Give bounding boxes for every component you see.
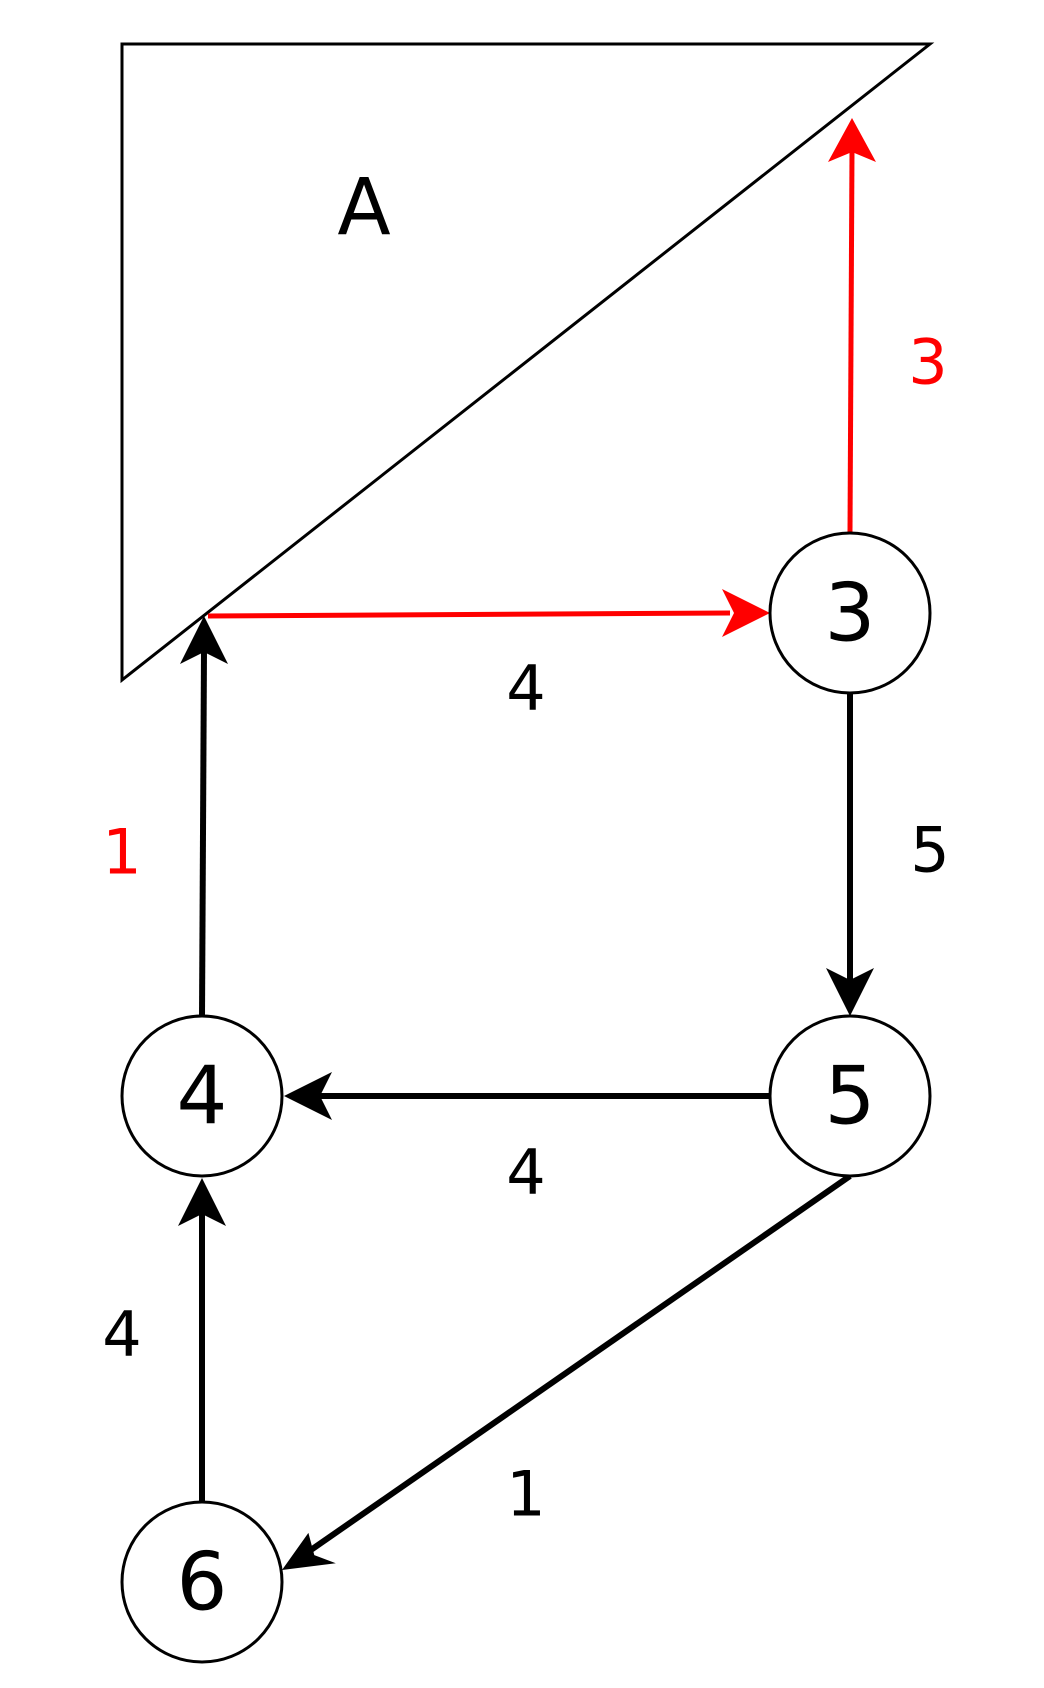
node-3: 3 <box>768 531 932 695</box>
node-4-label: 4 <box>177 1050 228 1143</box>
region-a-shape <box>120 42 935 684</box>
edge-5-to-4 <box>284 1072 770 1120</box>
edge-3-to-a <box>828 118 876 533</box>
edge-a-to-3-weight: 4 <box>506 652 545 725</box>
region-a-label: A <box>337 163 390 253</box>
edge-4-to-a <box>180 616 228 1017</box>
node-5: 5 <box>768 1014 932 1178</box>
node-6: 6 <box>120 1500 284 1664</box>
node-6-label: 6 <box>177 1536 228 1629</box>
edge-a-to-3 <box>207 589 770 637</box>
node-5-label: 5 <box>825 1050 876 1143</box>
edge-5-to-4-weight: 4 <box>506 1136 545 1209</box>
edge-3-to-5-weight: 5 <box>910 814 949 887</box>
edge-6-to-4-weight: 4 <box>102 1298 141 1371</box>
edge-6-to-4 <box>178 1178 226 1502</box>
edge-4-to-a-weight: 1 <box>102 816 141 889</box>
node-4: 4 <box>120 1014 284 1178</box>
edge-5-to-6 <box>282 1173 852 1570</box>
node-3-label: 3 <box>825 567 876 660</box>
edge-5-to-6-weight: 1 <box>506 1458 545 1531</box>
edge-3-to-5 <box>826 694 874 1016</box>
edge-3-to-a-weight: 3 <box>908 326 947 399</box>
